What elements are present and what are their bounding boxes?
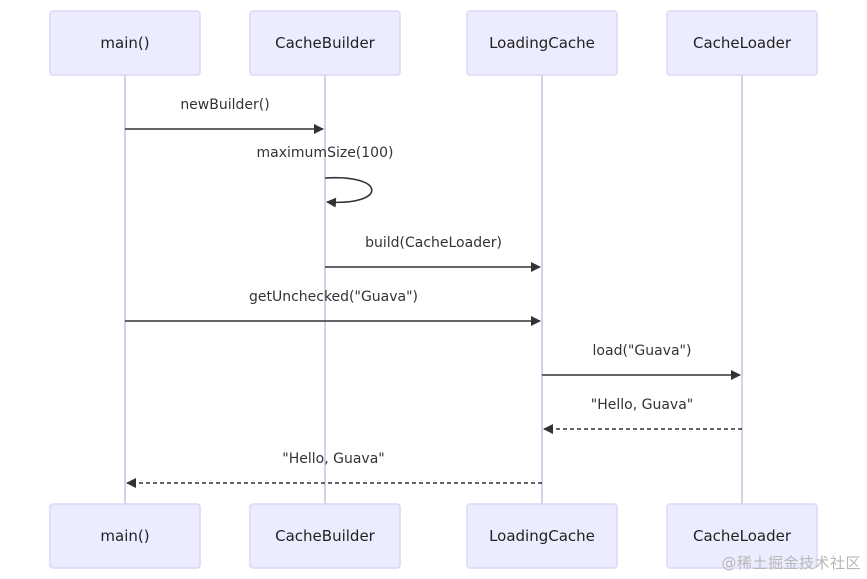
participant-label: CacheBuilder	[275, 34, 376, 52]
participant-main-bottom: main()	[49, 503, 201, 569]
messages: newBuilder() maximumSize(100) build(CacheL…	[125, 97, 742, 488]
message-label: build(CacheLoader)	[365, 235, 502, 251]
participant-label: main()	[100, 527, 149, 545]
participant-box	[249, 503, 401, 569]
message-label: load("Guava")	[593, 343, 692, 359]
watermark-text: @稀土掘金技术社区	[721, 554, 861, 572]
message-1: newBuilder()	[125, 97, 324, 134]
participant-label: LoadingCache	[489, 34, 595, 52]
self-message-arrow	[324, 176, 373, 208]
participant-box	[666, 10, 818, 76]
participant-label: main()	[100, 34, 149, 52]
message-label: "Hello, Guava"	[591, 397, 693, 413]
message-5: load("Guava")	[542, 343, 741, 380]
participant-loader-top: CacheLoader	[666, 10, 818, 76]
participant-box	[666, 503, 818, 569]
participant-box	[249, 10, 401, 76]
participant-box	[466, 503, 618, 569]
participant-cache-top: LoadingCache	[466, 10, 618, 76]
message-3: build(CacheLoader)	[325, 235, 541, 272]
participants: main()main()CacheBuilderCacheBuilderLoad…	[49, 10, 818, 569]
participant-label: LoadingCache	[489, 527, 595, 545]
message-7: "Hello, Guava"	[126, 451, 542, 488]
message-label: getUnchecked("Guava")	[249, 289, 418, 305]
message-label: "Hello, Guava"	[282, 451, 384, 467]
participant-builder-bottom: CacheBuilder	[249, 503, 401, 569]
participant-box	[49, 503, 201, 569]
participant-box	[466, 10, 618, 76]
participant-builder-top: CacheBuilder	[249, 10, 401, 76]
lifelines	[124, 75, 743, 504]
participant-label: CacheLoader	[693, 34, 792, 52]
message-6: "Hello, Guava"	[543, 397, 742, 434]
participant-main-top: main()	[49, 10, 201, 76]
message-label: maximumSize(100)	[257, 145, 394, 161]
message-4: getUnchecked("Guava")	[125, 289, 541, 326]
participant-box	[49, 10, 201, 76]
participant-cache-bottom: LoadingCache	[466, 503, 618, 569]
participant-label: CacheBuilder	[275, 527, 376, 545]
message-label: newBuilder()	[180, 97, 269, 113]
message-2: maximumSize(100)	[257, 145, 394, 208]
participant-loader-bottom: CacheLoader	[666, 503, 818, 569]
participant-label: CacheLoader	[693, 527, 792, 545]
